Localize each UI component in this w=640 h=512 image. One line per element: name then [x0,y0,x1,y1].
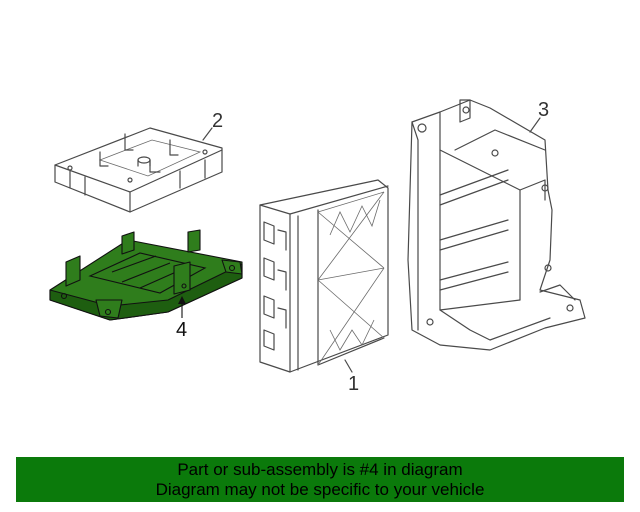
callout-4-label: 4 [176,319,187,341]
part-4-bracket[interactable] [49,229,243,321]
part-3-frame[interactable] [407,99,586,351]
part-2-cover[interactable] [54,127,223,213]
callout-2-label: 2 [212,110,223,132]
callout-4: 4 [176,296,187,341]
callout-1: 1 [344,359,359,395]
parts-diagram: 2 4 1 [49,99,586,395]
callout-3-label: 3 [538,99,549,121]
part-1-module[interactable] [259,179,389,373]
callout-2: 2 [202,110,223,141]
banner-line-2: Diagram may not be specific to your vehi… [155,479,485,499]
info-banner: Part or sub-assembly is #4 in diagram Di… [16,457,624,502]
callout-1-label: 1 [348,373,359,395]
callout-3: 3 [529,99,549,133]
banner-line-1: Part or sub-assembly is #4 in diagram [177,459,463,479]
